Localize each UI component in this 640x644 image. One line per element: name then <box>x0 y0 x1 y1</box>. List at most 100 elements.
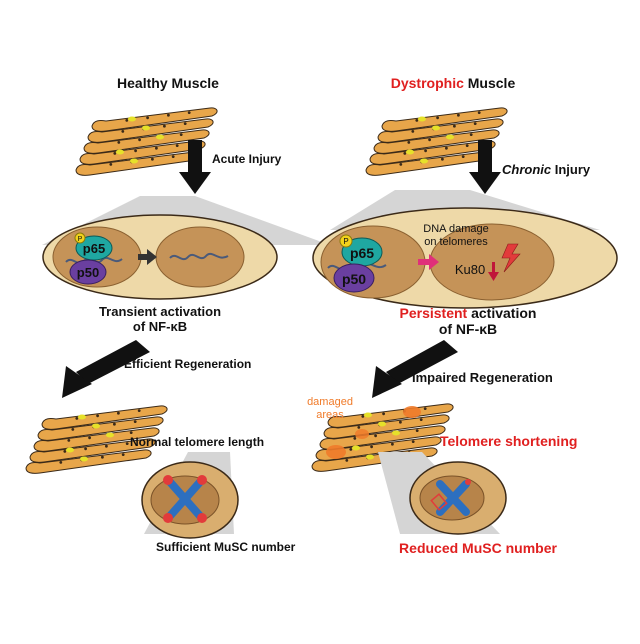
damaged-areas-line2: areas <box>316 409 344 421</box>
fiber-nucleus-dot <box>457 113 460 117</box>
fiber-nucleus-dot <box>345 459 349 462</box>
satellite-cell <box>378 421 386 427</box>
satellite-cell <box>106 432 114 438</box>
satellite-cell <box>352 445 360 451</box>
muscle-fiber <box>381 107 508 132</box>
fiber-nucleus-dot <box>67 439 71 442</box>
reduced-musc-label: Reduced MuSC number <box>399 540 557 556</box>
fiber-nucleus-dot <box>101 455 104 459</box>
muscle-fiber <box>79 140 206 165</box>
fiber-nucleus-dot <box>465 144 469 148</box>
normal-telomere-label: Normal telomere length <box>130 435 264 449</box>
right-p65-label: p65 <box>350 245 374 261</box>
right-title: Dystrophic Muscle <box>391 75 516 91</box>
fiber-nucleus-dot <box>391 442 394 446</box>
fiber-nucleus-dot <box>75 417 79 420</box>
chronic-injury-label: Chronic Injury <box>502 162 591 177</box>
dna-damage-line1: DNA damage <box>423 223 488 235</box>
fiber-nucleus-dot <box>151 157 154 161</box>
fiber-nucleus-dot <box>125 119 129 122</box>
fiber-nucleus-dot <box>399 420 402 424</box>
fiber-nucleus-dot <box>163 124 166 128</box>
right-chromosome-icon <box>436 480 470 516</box>
muscle-fiber <box>87 118 214 143</box>
telomere-cap-3 <box>163 513 173 523</box>
acute-injury-label: Acute Injury <box>212 152 282 166</box>
muscle-fiber <box>369 140 496 165</box>
short-telomere-cap <box>465 479 471 485</box>
fiber-nucleus-dot <box>357 426 361 429</box>
phospho-label: P <box>78 236 83 243</box>
muscle-fiber <box>25 449 152 474</box>
fiber-nucleus-dot <box>175 144 179 148</box>
fiber-nucleus-dot <box>423 407 427 410</box>
fiber-nucleus-dot <box>121 453 125 456</box>
fiber-nucleus-dot <box>146 116 150 120</box>
fiber-nucleus-dot <box>113 152 117 155</box>
right-activation-line2: of NF-κB <box>439 321 497 337</box>
fiber-nucleus-dot <box>179 133 183 137</box>
satellite-cell <box>418 116 426 122</box>
right-activation-line1: Persistent activation <box>400 305 537 321</box>
fiber-nucleus-dot <box>59 461 63 464</box>
fiber-nucleus-dot <box>428 138 431 142</box>
muscle-fiber <box>33 427 160 452</box>
fiber-nucleus-dot <box>96 414 99 418</box>
p65-label: p65 <box>83 241 105 256</box>
impaired-regeneration-label: Impaired Regeneration <box>412 370 553 385</box>
fiber-nucleus-dot <box>117 141 121 144</box>
satellite-cell <box>130 158 138 164</box>
muscle-fiber <box>37 416 164 441</box>
fiber-nucleus-dot <box>441 157 444 161</box>
fiber-nucleus-dot <box>445 146 448 150</box>
healthy-cell: p65 p50 P <box>42 214 278 300</box>
fiber-nucleus-dot <box>407 141 411 144</box>
satellite-cell <box>116 149 124 155</box>
impaired-regeneration-arrow <box>372 340 458 398</box>
p65-protein <box>75 235 113 261</box>
fiber-nucleus-dot <box>63 450 67 453</box>
muscle-fiber <box>315 436 442 461</box>
fiber-nucleus-dot <box>453 124 456 128</box>
satellite-cell <box>128 116 136 122</box>
left-activation-line1: Transient activation <box>99 304 221 319</box>
efficient-regeneration-arrow <box>62 340 150 398</box>
fiber-nucleus-dot <box>403 152 407 155</box>
dystrophic-fiber-bundle <box>365 107 508 176</box>
fiber-nucleus-dot <box>461 155 465 159</box>
fiber-nucleus-dot <box>370 445 373 449</box>
p50-protein <box>69 259 107 285</box>
ku80-down-arrow-icon <box>488 272 499 281</box>
efficient-regeneration-label: Efficient Regeneration <box>124 357 251 371</box>
fiber-nucleus-dot <box>155 146 158 150</box>
left-activation-line2: of NF-κB <box>133 319 187 334</box>
sufficient-musc-label: Sufficient MuSC number <box>156 540 296 554</box>
satellite-cell <box>156 134 164 140</box>
left-transition-arrow-icon <box>147 249 157 265</box>
fiber-nucleus-dot <box>436 116 439 120</box>
short-telomere-box <box>430 493 448 511</box>
fiber-nucleus-dot <box>374 434 377 438</box>
dystrophic-musc-cell <box>409 461 507 535</box>
fiber-nucleus-dot <box>125 442 129 445</box>
telomere-shortening-label: Telomere shortening <box>440 433 577 449</box>
fiber-nucleus-dot <box>84 447 87 451</box>
satellite-cell <box>446 134 454 140</box>
fiber-nucleus-dot <box>117 411 120 415</box>
fiber-nucleus-dot <box>167 113 170 117</box>
chronic-injury-arrow <box>469 140 501 194</box>
muscle-fiber <box>319 425 446 450</box>
fiber-nucleus-dot <box>137 409 141 412</box>
muscle-fiber <box>377 118 504 143</box>
fiber-nucleus-dot <box>411 130 415 133</box>
muscle-fiber <box>373 129 500 154</box>
dna-damage-line2: on telomeres <box>424 236 488 248</box>
telomere-cap-2 <box>197 475 207 485</box>
ku80-label: Ku80 <box>455 262 485 277</box>
left-title: Healthy Muscle <box>117 75 219 91</box>
satellite-cell <box>406 149 414 155</box>
muscle-fiber <box>323 414 450 439</box>
muscle-fiber <box>41 405 168 430</box>
